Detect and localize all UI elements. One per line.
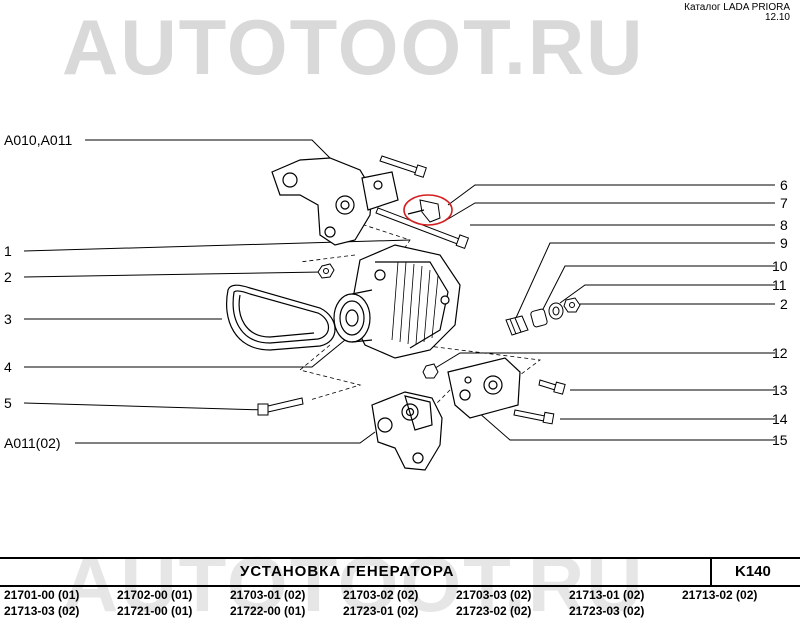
label-14: 14 [772, 411, 788, 427]
upper-bracket [271, 157, 399, 246]
catalog-title: Каталог LADA PRIORA [684, 2, 790, 13]
label-12: 12 [772, 345, 788, 361]
nut-left [317, 263, 335, 279]
leader-5 [23, 402, 266, 411]
section-code: K140 [735, 563, 771, 580]
label-1: 1 [4, 243, 12, 259]
model-code: 21713-01 (02) [569, 588, 645, 602]
long-bolt [375, 207, 470, 249]
leader-a011 [75, 431, 376, 444]
model-code: 21703-01 (02) [230, 588, 306, 602]
model-code: 21702-00 (01) [117, 588, 193, 602]
model-row-1: 21701-00 (01) 21702-00 (01) 21703-01 (02… [0, 588, 800, 603]
leader-11 [559, 284, 775, 304]
title-divider [710, 559, 712, 585]
leader-9 [514, 242, 775, 321]
model-code: 21713-02 (02) [682, 588, 758, 602]
bushing-9 [505, 315, 529, 336]
bushing-10 [530, 308, 548, 328]
exploded-drawing [23, 139, 775, 471]
label-2-left: 2 [4, 269, 12, 285]
model-code: 21713-03 (02) [4, 604, 80, 618]
bolt-top [379, 155, 427, 178]
model-code: 21703-02 (02) [343, 588, 419, 602]
watermark-top: AUTOTOOT.RU [62, 3, 645, 91]
leader-7 [442, 202, 775, 223]
bolt-13 [538, 379, 566, 395]
model-code: 21703-03 (02) [456, 588, 532, 602]
label-10: 10 [772, 258, 788, 274]
drive-belt [226, 284, 336, 351]
leader-12 [431, 352, 775, 371]
tensioner-bracket [447, 357, 521, 419]
model-code: 21723-03 (02) [569, 604, 645, 618]
leader-15 [469, 404, 775, 441]
leader-6 [447, 184, 775, 206]
model-code: 21723-02 (02) [456, 604, 532, 618]
label-4: 4 [4, 359, 12, 375]
label-11: 11 [772, 277, 787, 293]
nut-12 [422, 363, 439, 379]
page-title: УСТАНОВКА ГЕНЕРАТОРА [240, 563, 455, 580]
leader-2 [23, 271, 323, 278]
highlighted-clip [403, 194, 453, 226]
lower-bracket [371, 391, 443, 471]
leader-4 [24, 339, 346, 368]
label-9: 9 [780, 235, 788, 251]
bushing-11 [548, 302, 564, 320]
label-8: 8 [780, 217, 788, 233]
label-a011-02: A011(02) [4, 435, 61, 451]
label-2-right: 2 [780, 296, 788, 312]
model-code: 21701-00 (01) [4, 588, 80, 602]
catalog-date: 12.10 [764, 12, 790, 23]
model-code: 21722-00 (01) [230, 604, 306, 618]
bolt-14 [513, 409, 555, 425]
label-5: 5 [4, 395, 12, 411]
label-15: 15 [772, 432, 788, 448]
label-a010-a011: A010,A011 [4, 132, 73, 148]
label-7: 7 [780, 195, 788, 211]
title-bar: УСТАНОВКА ГЕНЕРАТОРА K140 [0, 557, 800, 587]
leader-10 [539, 265, 775, 316]
bolt-5 [257, 397, 304, 416]
model-row-2: 21713-03 (02) 21721-00 (01) 21722-00 (01… [0, 604, 800, 619]
nut-right [563, 297, 581, 313]
model-code: 21721-00 (01) [117, 604, 193, 618]
label-6: 6 [780, 177, 788, 193]
label-3: 3 [4, 311, 12, 327]
leader-1 [23, 239, 411, 252]
generator [333, 244, 461, 359]
label-13: 13 [772, 382, 788, 398]
model-code: 21723-01 (02) [343, 604, 419, 618]
